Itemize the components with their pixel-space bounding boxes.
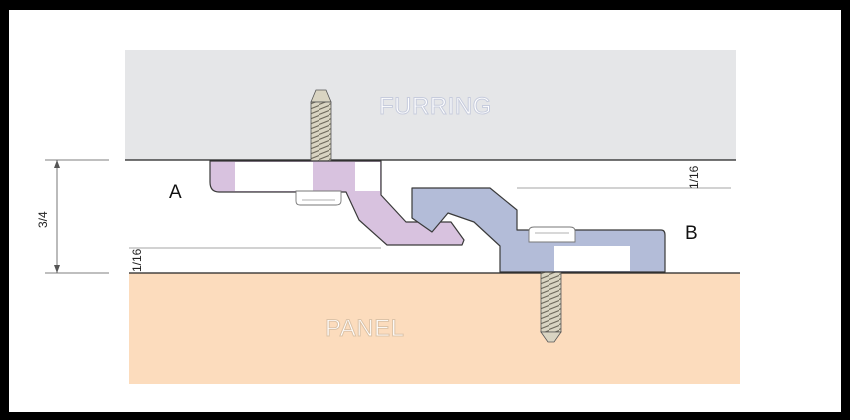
washer-b — [528, 226, 576, 243]
top-screw — [310, 89, 332, 163]
panel-label: PANEL — [325, 315, 404, 342]
mounting-clip-diagram: FURRING PANEL — [36, 50, 740, 384]
dimension-gap-top-right: 1/16 — [517, 165, 731, 189]
furring-block — [125, 50, 736, 160]
bottom-screw — [540, 271, 562, 343]
clip-a-label: A — [169, 182, 182, 203]
diagram-canvas: FURRING PANEL — [9, 10, 841, 412]
dimension-total-gap: 3/4 — [36, 159, 109, 274]
gap-top-right-text: 1/16 — [687, 165, 701, 189]
clip-a — [209, 160, 465, 246]
furring-label: FURRING — [379, 93, 492, 120]
dimension-gap-bottom-left: 1/16 — [129, 247, 381, 272]
washer-a — [295, 190, 342, 206]
panel-block — [129, 273, 740, 384]
clip-b-label: B — [685, 223, 698, 244]
gap-bottom-left-text: 1/16 — [130, 248, 144, 272]
total-gap-text: 3/4 — [36, 211, 50, 228]
